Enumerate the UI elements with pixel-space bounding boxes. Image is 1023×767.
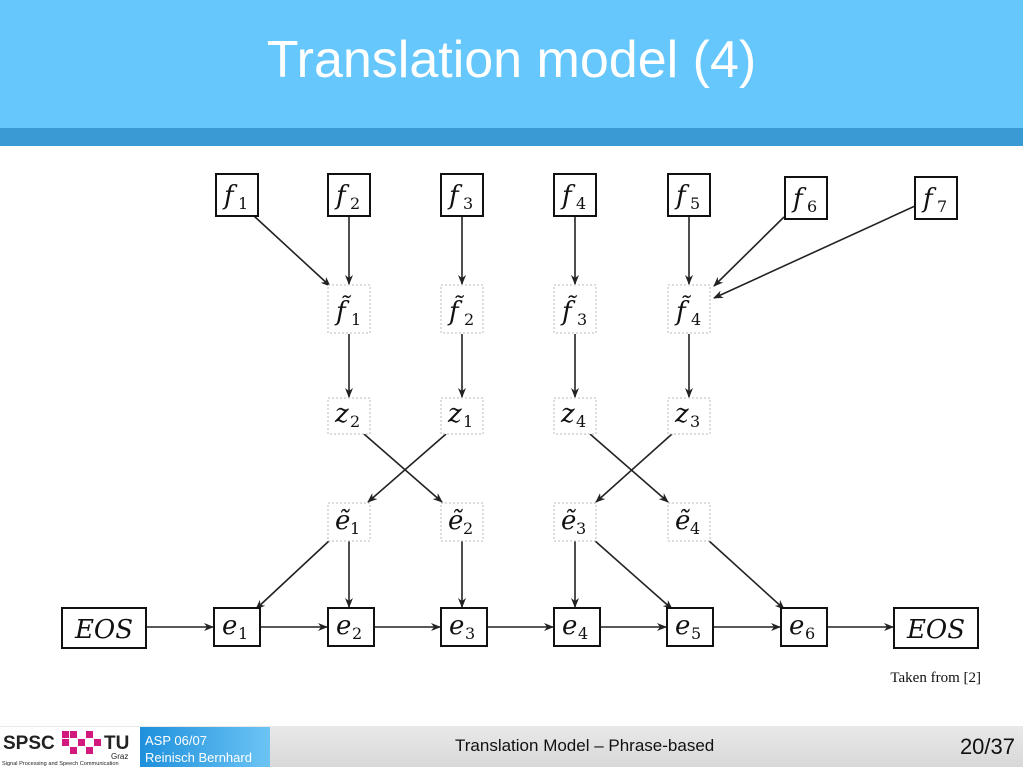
node-z1: z 1 <box>440 397 484 435</box>
node-f2: f 2 <box>327 173 371 217</box>
image-credit: Taken from [2] <box>890 670 981 686</box>
svg-text:1: 1 <box>463 412 473 431</box>
alignment-row: z 2 z 1 z 4 z 3 <box>327 397 711 435</box>
svg-text:1: 1 <box>351 310 361 329</box>
node-z3: z 3 <box>667 397 711 435</box>
svg-text:5: 5 <box>690 194 700 213</box>
svg-text:1: 1 <box>238 624 248 643</box>
svg-text:2: 2 <box>352 624 362 643</box>
course-label: ASP 06/07 <box>145 733 207 748</box>
node-f1: f 1 <box>215 173 259 217</box>
svg-text:e: e <box>449 611 464 641</box>
node-e-tilde-2: ẽ 2 <box>440 502 484 542</box>
title-bar <box>0 0 1023 128</box>
node-f-tilde-4: f̃ 4 <box>667 284 711 334</box>
title-bar-underline <box>0 128 1023 146</box>
svg-text:e: e <box>562 611 577 641</box>
svg-text:ẽ: ẽ <box>675 506 690 536</box>
svg-text:3: 3 <box>576 519 586 538</box>
node-e-tilde-4: ẽ 4 <box>667 502 711 542</box>
node-f-tilde-3: f̃ 3 <box>553 284 597 334</box>
svg-text:EOS: EOS <box>74 615 133 645</box>
node-e6: e 6 <box>780 607 828 647</box>
svg-text:5: 5 <box>691 624 701 643</box>
svg-text:4: 4 <box>578 624 588 643</box>
node-f3: f 3 <box>440 173 484 217</box>
svg-text:2: 2 <box>463 519 473 538</box>
svg-text:EOS: EOS <box>906 615 965 645</box>
svg-text:z: z <box>447 399 462 429</box>
english-word-row: EOS e 1 e 2 e 3 e 4 e 5 e <box>61 607 979 649</box>
svg-text:2: 2 <box>464 310 474 329</box>
node-f-tilde-2: f̃ 2 <box>440 284 484 334</box>
svg-text:e: e <box>336 611 351 641</box>
svg-text:ẽ: ẽ <box>561 506 576 536</box>
node-f7: f 7 <box>914 176 958 220</box>
node-e4: e 4 <box>553 607 601 647</box>
svg-text:3: 3 <box>690 412 700 431</box>
svg-text:3: 3 <box>463 194 473 213</box>
svg-text:SPSC: SPSC <box>3 733 55 754</box>
svg-text:3: 3 <box>577 310 587 329</box>
node-e-tilde-1: ẽ 1 <box>327 502 371 542</box>
english-phrase-row: ẽ 1 ẽ 2 ẽ 3 ẽ 4 <box>327 502 711 542</box>
svg-text:z: z <box>674 399 689 429</box>
node-e3: e 3 <box>440 607 488 647</box>
svg-text:1: 1 <box>350 519 360 538</box>
svg-text:7: 7 <box>937 197 947 216</box>
svg-text:3: 3 <box>465 624 475 643</box>
svg-text:e: e <box>222 611 237 641</box>
svg-text:z: z <box>334 399 349 429</box>
node-eos-end: EOS <box>893 607 979 649</box>
svg-text:4: 4 <box>576 194 586 213</box>
svg-text:4: 4 <box>691 310 701 329</box>
svg-text:ẽ: ẽ <box>335 506 350 536</box>
foreign-word-row: f 1 f 2 f 3 f 4 f 5 f 6 f <box>215 173 958 220</box>
svg-text:4: 4 <box>690 519 700 538</box>
svg-text:1: 1 <box>238 194 248 213</box>
svg-text:6: 6 <box>805 624 815 643</box>
node-eos-start: EOS <box>61 607 147 649</box>
node-e-tilde-3: ẽ 3 <box>553 502 597 542</box>
footer-course-block <box>140 727 270 767</box>
svg-text:2: 2 <box>350 412 360 431</box>
foreign-phrase-row: f̃ 1 f̃ 2 f̃ 3 f̃ 4 <box>327 284 711 334</box>
spsc-tu-graz-logo: SPSC TU Graz Signal Processing and Speec… <box>0 727 140 767</box>
node-f5: f 5 <box>667 173 711 217</box>
node-z2: z 2 <box>327 397 371 435</box>
section-title: Translation Model – Phrase-based <box>455 736 715 755</box>
node-f6: f 6 <box>784 176 828 220</box>
svg-text:6: 6 <box>807 197 817 216</box>
tu-graz-emblem-icon <box>62 731 101 754</box>
svg-text:Signal Processing and Speech C: Signal Processing and Speech Communicati… <box>2 761 119 767</box>
slide-title: Translation model (4) <box>266 31 757 89</box>
node-e5: e 5 <box>666 607 714 647</box>
node-z4: z 4 <box>553 397 597 435</box>
author-label: Reinisch Bernhard <box>145 750 252 765</box>
diagram-edges <box>147 205 916 631</box>
node-e1: e 1 <box>213 607 261 647</box>
svg-text:TU: TU <box>104 733 129 754</box>
svg-text:e: e <box>789 611 804 641</box>
page-number: 20/37 <box>959 734 1015 759</box>
node-e2: e 2 <box>327 607 375 647</box>
svg-text:e: e <box>675 611 690 641</box>
svg-text:z: z <box>560 399 575 429</box>
translation-model-diagram: f 1 f 2 f 3 f 4 f 5 f 6 f <box>61 173 979 649</box>
node-f4: f 4 <box>553 173 597 217</box>
svg-text:Graz: Graz <box>111 752 128 761</box>
svg-text:ẽ: ẽ <box>448 506 463 536</box>
svg-text:2: 2 <box>350 194 360 213</box>
node-f-tilde-1: f̃ 1 <box>327 284 371 334</box>
svg-text:4: 4 <box>576 412 586 431</box>
